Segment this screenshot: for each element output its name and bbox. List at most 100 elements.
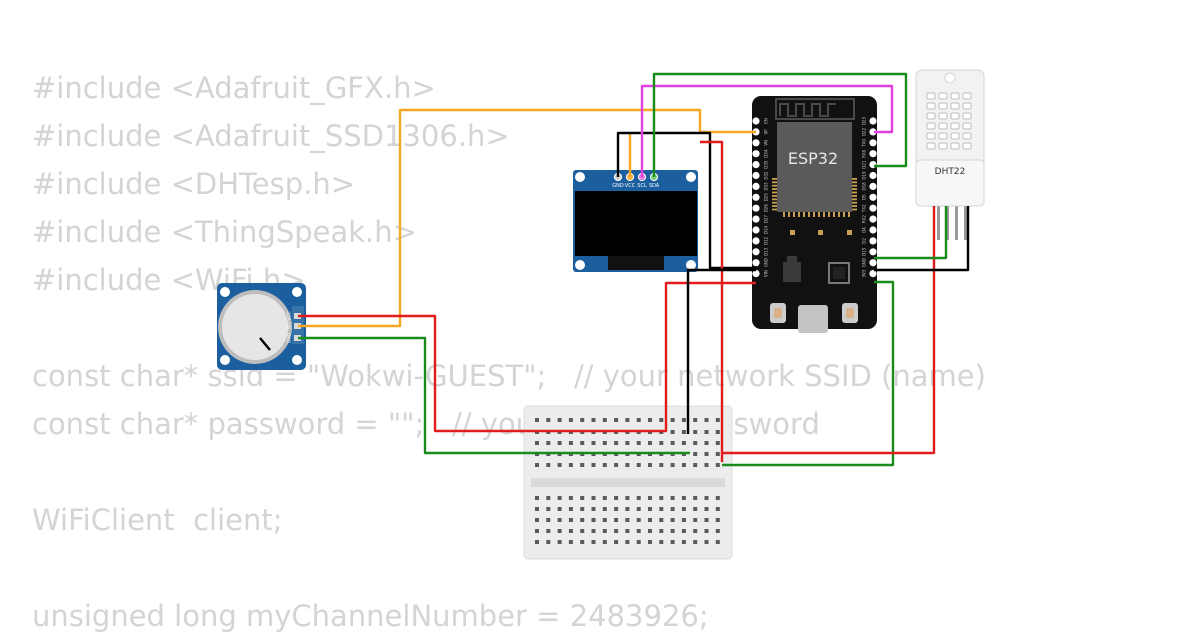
breadboard-hole[interactable] bbox=[648, 518, 652, 522]
breadboard-hole[interactable] bbox=[704, 496, 709, 500]
esp32-board[interactable]: ESP32 ENVPVND34D35D32D33D25D26D27D14D12D… bbox=[752, 96, 877, 333]
breadboard-hole[interactable] bbox=[580, 418, 585, 422]
breadboard-hole[interactable] bbox=[659, 507, 664, 511]
breadboard-hole[interactable] bbox=[659, 463, 664, 467]
breadboard-hole[interactable] bbox=[693, 430, 698, 434]
breadboard-hole[interactable] bbox=[614, 518, 619, 522]
esp32-pin[interactable] bbox=[752, 215, 760, 223]
esp32-pin[interactable] bbox=[752, 226, 760, 234]
breadboard-hole[interactable] bbox=[670, 418, 675, 422]
breadboard-hole[interactable] bbox=[568, 540, 573, 544]
dht22-sensor[interactable]: DHT22 bbox=[915, 69, 985, 240]
breadboard-hole[interactable] bbox=[715, 430, 720, 434]
breadboard-hole[interactable] bbox=[591, 496, 596, 500]
breadboard-hole[interactable] bbox=[670, 529, 675, 533]
wire-red-pot[interactable] bbox=[298, 281, 756, 433]
breadboard-hole[interactable] bbox=[625, 540, 630, 544]
breadboard-hole[interactable] bbox=[693, 452, 698, 456]
breadboard-hole[interactable] bbox=[535, 463, 539, 467]
breadboard-hole[interactable] bbox=[693, 496, 698, 500]
esp32-pin[interactable] bbox=[869, 204, 877, 212]
breadboard-hole[interactable] bbox=[591, 507, 596, 511]
breadboard-hole[interactable] bbox=[670, 430, 675, 434]
esp32-pin[interactable] bbox=[752, 182, 760, 190]
breadboard-hole[interactable] bbox=[568, 507, 573, 511]
breadboard-hole[interactable] bbox=[557, 540, 562, 544]
breadboard-hole[interactable] bbox=[693, 441, 698, 445]
breadboard-hole[interactable] bbox=[659, 540, 664, 544]
wire-black-gnd[interactable] bbox=[686, 268, 756, 434]
esp32-pin[interactable] bbox=[869, 248, 877, 256]
breadboard-hole[interactable] bbox=[535, 518, 539, 522]
esp32-pin[interactable] bbox=[752, 139, 760, 147]
breadboard-hole[interactable] bbox=[602, 518, 607, 522]
potentiometer-pin[interactable] bbox=[294, 323, 301, 329]
breadboard-hole[interactable] bbox=[715, 529, 720, 533]
breadboard-hole[interactable] bbox=[546, 529, 551, 533]
breadboard-hole[interactable] bbox=[681, 496, 686, 500]
esp32-pin[interactable] bbox=[752, 161, 760, 169]
esp32-left-pins[interactable] bbox=[752, 117, 760, 278]
breadboard-hole[interactable] bbox=[602, 441, 607, 445]
esp32-pin[interactable] bbox=[869, 139, 877, 147]
breadboard-hole[interactable] bbox=[535, 529, 539, 533]
breadboard-hole[interactable] bbox=[580, 507, 585, 511]
breadboard-hole[interactable] bbox=[580, 529, 585, 533]
breadboard-hole[interactable] bbox=[636, 518, 641, 522]
breadboard-hole[interactable] bbox=[625, 463, 630, 467]
breadboard-hole[interactable] bbox=[648, 507, 652, 511]
breadboard-hole[interactable] bbox=[693, 463, 698, 467]
breadboard-hole[interactable] bbox=[625, 518, 630, 522]
breadboard-hole[interactable] bbox=[670, 496, 675, 500]
breadboard-hole[interactable] bbox=[681, 540, 686, 544]
esp32-pin[interactable] bbox=[752, 248, 760, 256]
breadboard[interactable] bbox=[523, 405, 733, 560]
breadboard-hole[interactable] bbox=[704, 430, 709, 434]
breadboard-hole[interactable] bbox=[602, 463, 607, 467]
breadboard-hole[interactable] bbox=[715, 463, 720, 467]
potentiometer-pin[interactable] bbox=[294, 335, 301, 341]
breadboard-hole[interactable] bbox=[557, 496, 562, 500]
breadboard-hole[interactable] bbox=[715, 507, 720, 511]
esp32-pin[interactable] bbox=[869, 150, 877, 158]
breadboard-hole[interactable] bbox=[636, 463, 641, 467]
breadboard-hole[interactable] bbox=[625, 496, 630, 500]
breadboard-hole[interactable] bbox=[715, 496, 720, 500]
breadboard-hole[interactable] bbox=[546, 540, 551, 544]
breadboard-hole[interactable] bbox=[535, 507, 539, 511]
breadboard-hole[interactable] bbox=[568, 496, 573, 500]
esp32-pin[interactable] bbox=[869, 270, 877, 278]
breadboard-hole[interactable] bbox=[557, 507, 562, 511]
breadboard-hole[interactable] bbox=[636, 496, 641, 500]
esp32-pin[interactable] bbox=[752, 117, 760, 125]
breadboard-hole[interactable] bbox=[648, 418, 652, 422]
breadboard-hole[interactable] bbox=[580, 540, 585, 544]
breadboard-hole[interactable] bbox=[636, 418, 641, 422]
breadboard-hole[interactable] bbox=[580, 463, 585, 467]
potentiometer-knob[interactable] bbox=[222, 294, 288, 360]
wire-red-dht-vcc[interactable] bbox=[722, 206, 936, 455]
oled-display[interactable] bbox=[573, 170, 698, 272]
breadboard-hole[interactable] bbox=[659, 518, 664, 522]
esp32-pin[interactable] bbox=[869, 117, 877, 125]
breadboard-hole[interactable] bbox=[636, 529, 641, 533]
breadboard-hole[interactable] bbox=[715, 452, 720, 456]
breadboard-hole[interactable] bbox=[557, 463, 562, 467]
potentiometer[interactable] bbox=[217, 283, 306, 370]
esp32-pin[interactable] bbox=[752, 259, 760, 267]
breadboard-hole[interactable] bbox=[715, 540, 720, 544]
breadboard-hole[interactable] bbox=[614, 507, 619, 511]
breadboard-hole[interactable] bbox=[681, 441, 686, 445]
wire-green-dht-data[interactable] bbox=[874, 206, 948, 260]
breadboard-hole[interactable] bbox=[648, 529, 652, 533]
wire-green-pot-sig[interactable] bbox=[298, 336, 690, 455]
breadboard-hole[interactable] bbox=[614, 463, 619, 467]
breadboard-hole[interactable] bbox=[580, 441, 585, 445]
breadboard-hole[interactable] bbox=[704, 463, 709, 467]
breadboard-hole[interactable] bbox=[659, 529, 664, 533]
esp32-pin[interactable] bbox=[752, 270, 760, 278]
breadboard-hole[interactable] bbox=[568, 418, 573, 422]
breadboard-hole[interactable] bbox=[704, 441, 709, 445]
breadboard-hole[interactable] bbox=[602, 496, 607, 500]
breadboard-hole[interactable] bbox=[546, 518, 551, 522]
